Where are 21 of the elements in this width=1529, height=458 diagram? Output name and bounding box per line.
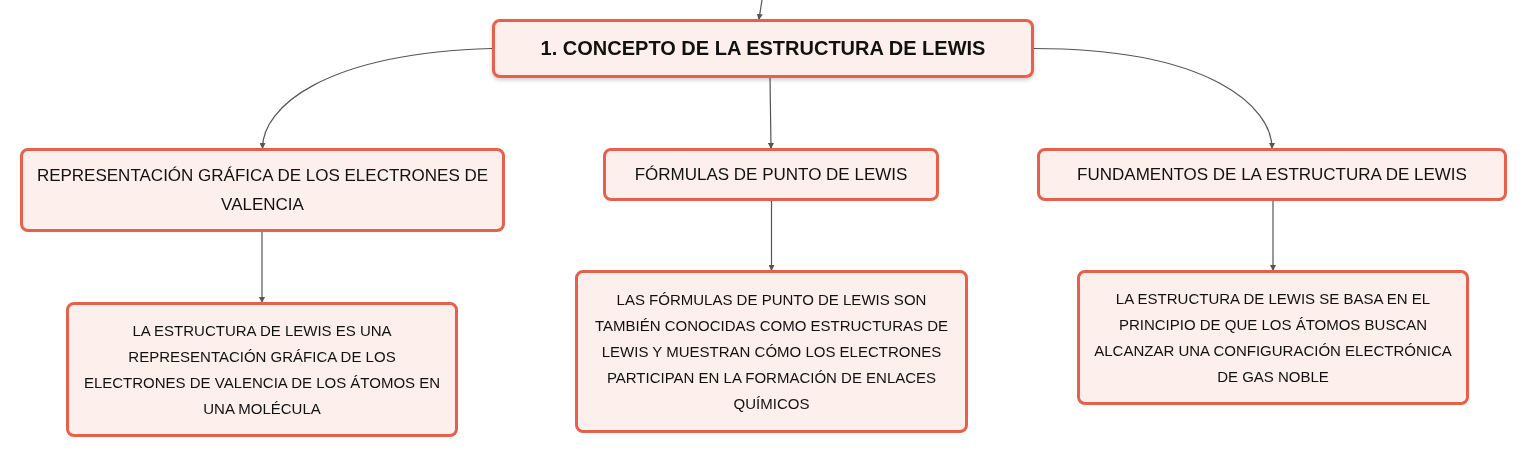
- node-text: LA ESTRUCTURA DE LEWIS ES UNA REPRESENTACIÓN GRÁFICA DE LOS ELECTRONES DE VALENCIA DE LOS ÁTOMOS EN UNA MOLÉCULA: [82, 320, 442, 419]
- node-text: LAS FÓRMULAS DE PUNTO DE LEWIS SON TAMBIÉN CONOCIDAS COMO ESTRUCTURAS DE LEWIS Y MUESTRAN CÓMO LOS ELECTRONES PARTICIPAN EN LA FORMACIÓN DE ENLACES QUÍMICOS: [593, 289, 950, 414]
- arrow: [1033, 47, 1275, 149]
- arrow: [259, 231, 265, 303]
- arrow: [756, 0, 763, 20]
- arrow: [1270, 200, 1276, 271]
- note-box: [1077, 270, 1469, 405]
- node-text: 1. CONCEPTO DE LA ESTRUCTURA DE LEWIS: [540, 36, 986, 61]
- node-text: FÓRMULAS DE PUNTO DE LEWIS: [634, 164, 908, 186]
- node-text: FUNDAMENTOS DE LA ESTRUCTURA DE LEWIS: [1077, 164, 1467, 186]
- arrow: [767, 77, 774, 149]
- subtopic-box: [603, 148, 939, 201]
- arrow: [260, 47, 493, 149]
- node-text: LA ESTRUCTURA DE LEWIS SE BASA EN EL PRINCIPIO DE QUE LOS ÁTOMOS BUSCAN ALCANZAR UNA CONFIGURACIÓN ELECTRÓNICA DE GAS NOBLE: [1093, 288, 1453, 387]
- note-box: [575, 270, 968, 433]
- subtopic-box: [1037, 148, 1507, 201]
- note-box: [66, 302, 458, 437]
- arrow: [768, 200, 775, 271]
- topic-box: [492, 19, 1034, 78]
- subtopic-box: [20, 148, 505, 232]
- node-text: REPRESENTACIÓN GRÁFICA DE LOS ELECTRONES DE VALENCIA: [35, 165, 490, 216]
